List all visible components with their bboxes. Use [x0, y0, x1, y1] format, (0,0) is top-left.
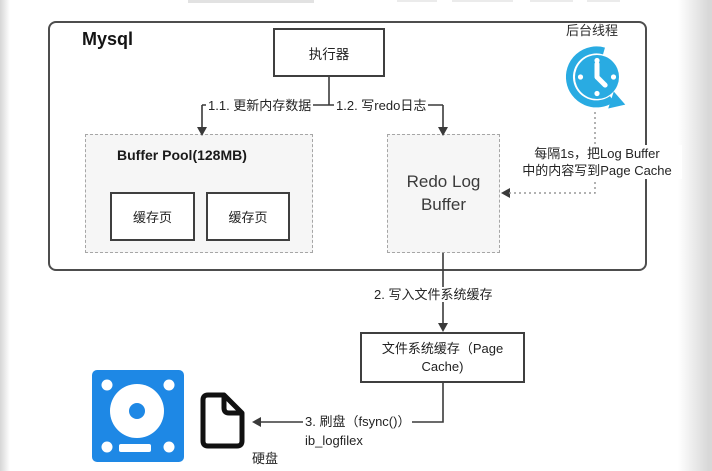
step-1-2-label: 1.2. 写redo日志	[334, 98, 429, 113]
bg-gradient-right	[678, 0, 712, 471]
cache-page-label: 缓存页	[228, 210, 268, 225]
clock-hour-hand	[594, 74, 608, 88]
buffer-pool-title: Buffer Pool(128MB)	[117, 147, 247, 163]
page-cache-box: 文件系统缓存（Page Cache)	[360, 332, 525, 383]
flow-lines	[201, 77, 444, 423]
clock-minute-hand	[594, 61, 600, 80]
top-crop-strip	[530, 0, 573, 2]
disk-screw	[101, 441, 113, 453]
executor-box: 执行器	[273, 28, 385, 77]
mysql-title: Mysql	[82, 29, 134, 49]
timer-dotted-line	[509, 112, 596, 194]
cache-page-label: 缓存页	[132, 210, 172, 225]
arrowhead-down-icon	[438, 323, 448, 332]
page-cache-label: 文件系统缓存（Page Cache)	[381, 340, 504, 374]
disk-screw	[163, 441, 175, 453]
top-crop-strip	[587, 0, 620, 2]
clock-tick	[577, 74, 584, 80]
redo-log-buffer-label: Redo Log Buffer	[406, 172, 481, 214]
clock-tick	[594, 90, 600, 97]
disk-label: 硬盘	[250, 451, 281, 466]
disk-slot	[119, 444, 151, 452]
timer-clock-icon	[565, 46, 626, 109]
top-crop-strip	[188, 0, 314, 3]
clock-tick	[594, 57, 600, 64]
step-3-label: 3. 刷盘（fsync()）	[303, 414, 413, 429]
document-outline	[200, 392, 245, 449]
document-icon	[200, 392, 245, 449]
clock-arc-arrowhead	[608, 91, 626, 109]
clock-tick	[610, 74, 617, 80]
bg-gradient-left	[0, 0, 10, 471]
document-fold	[221, 395, 242, 416]
redo-log-buffer-box: Redo Log Buffer	[387, 134, 500, 253]
hard-disk-icon	[92, 370, 184, 462]
step-2-label: 2. 写入文件系统缓存	[372, 287, 495, 302]
timer-note-line2: 中的内容写到Page Cache	[522, 163, 672, 178]
cache-page-box: 缓存页	[110, 192, 195, 241]
arrowhead-down-icon	[438, 127, 448, 136]
arrowhead-down-icon	[197, 127, 207, 136]
disk-screw	[163, 379, 175, 391]
background-thread-label: 后台线程	[566, 23, 619, 38]
step-1-1-label: 1.1. 更新内存数据	[206, 98, 314, 113]
timer-note-label: 每隔1s，把Log Buffer 中的内容写到Page Cache	[512, 145, 682, 179]
arrowheads	[197, 127, 510, 427]
top-crop-strip	[452, 0, 513, 2]
log-file-name-label: ib_logfilex	[303, 433, 365, 448]
top-crop-strip	[397, 0, 437, 2]
clock-arc	[565, 46, 615, 108]
disk-screw	[101, 379, 113, 391]
arrowhead-left-icon	[501, 188, 510, 198]
arrowhead-left-icon	[252, 417, 261, 427]
disk-hub	[129, 403, 145, 419]
executor-label: 执行器	[308, 46, 350, 62]
cache-page-box: 缓存页	[206, 192, 290, 241]
timer-note-line1: 每隔1s，把Log Buffer	[534, 146, 660, 161]
